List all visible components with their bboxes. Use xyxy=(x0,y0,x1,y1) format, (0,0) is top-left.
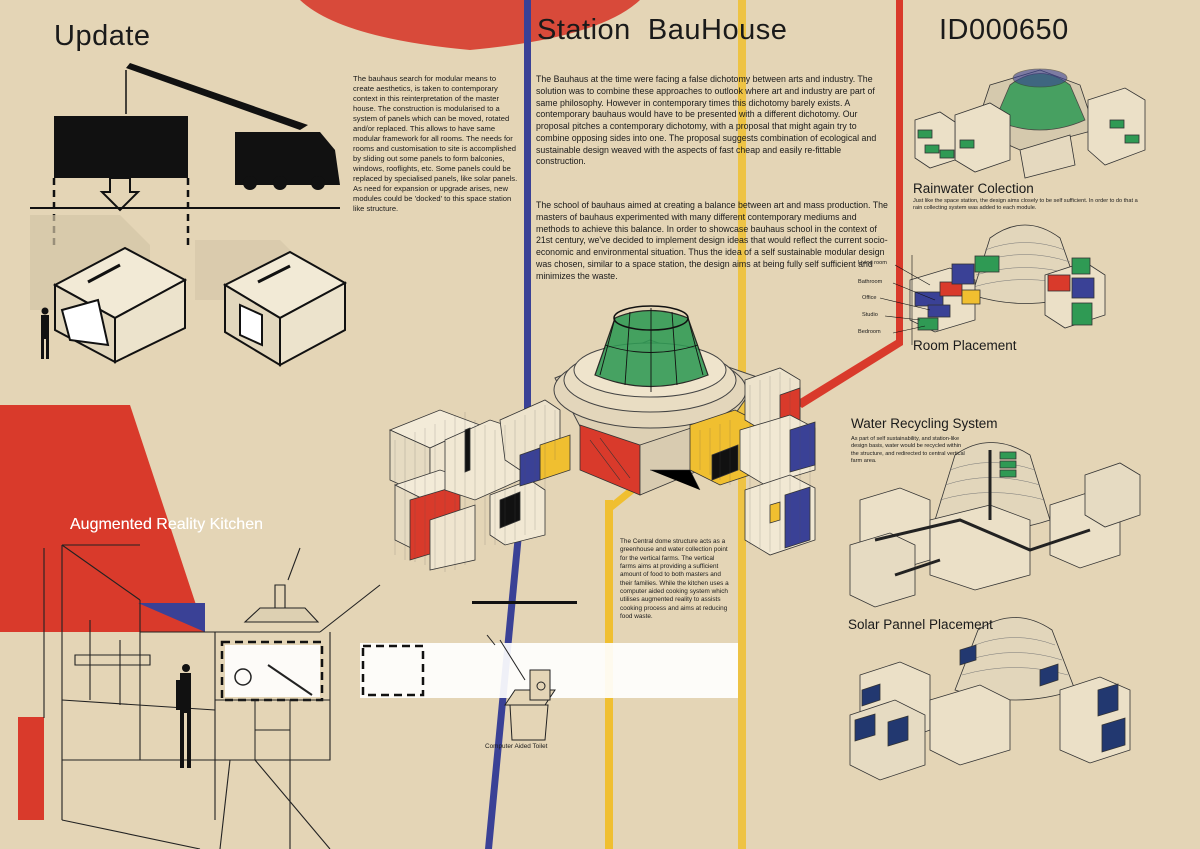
modular-description: The bauhaus search for modular means to … xyxy=(353,74,518,214)
water-recycling-text: As part of self sustainability, and stat… xyxy=(851,436,965,464)
intro-paragraph-2: The school of bauhaus aimed at creating … xyxy=(536,200,888,281)
dome-caption: The Central dome structure acts as a gre… xyxy=(620,538,729,620)
greenhouse-dome xyxy=(594,309,709,388)
room-label-office: Office xyxy=(862,295,877,301)
person-figure xyxy=(41,307,49,359)
water-recycling-station xyxy=(849,442,1141,608)
room-label-bathroom: Bathroom xyxy=(858,279,883,285)
kitchen-person xyxy=(176,664,191,768)
red-line xyxy=(896,0,903,345)
red-band-shape xyxy=(0,405,205,632)
grid-modules-right xyxy=(689,367,816,556)
room-label-living: Living room xyxy=(858,260,887,266)
room-placement-station xyxy=(909,224,1106,333)
blue-line xyxy=(524,0,531,440)
update-title: Update xyxy=(54,20,151,52)
room-label-bedroom: Bedroom xyxy=(858,329,881,335)
toilet-label: Computer Aided Toilet xyxy=(485,743,548,750)
toilet-sketch xyxy=(486,634,556,741)
rainwater-text: Just like the space station, the design … xyxy=(913,198,1138,212)
crane-boom xyxy=(126,63,308,130)
crane-truck xyxy=(235,132,340,185)
intro-paragraph-1: The Bauhaus at the time were facing a fa… xyxy=(536,74,877,167)
rainwater-station xyxy=(914,68,1146,179)
kitchen-title: Augmented Reality Kitchen xyxy=(70,516,263,533)
module-box-1 xyxy=(52,246,188,364)
id-title: ID000650 xyxy=(939,14,1069,46)
water-recycling-title: Water Recycling System xyxy=(851,416,998,431)
solar-panel-station xyxy=(849,617,1131,781)
solar-panel-title: Solar Pannel Placement xyxy=(848,617,993,632)
module-box-2 xyxy=(222,250,348,367)
room-placement-title: Room Placement xyxy=(913,338,1017,353)
station-title: Station BauHouse xyxy=(537,14,788,46)
rainwater-title: Rainwater Colection xyxy=(913,181,1034,196)
room-label-studio: Studio xyxy=(862,312,878,318)
red-circle-shape xyxy=(300,0,640,50)
crane-panel xyxy=(54,116,188,178)
